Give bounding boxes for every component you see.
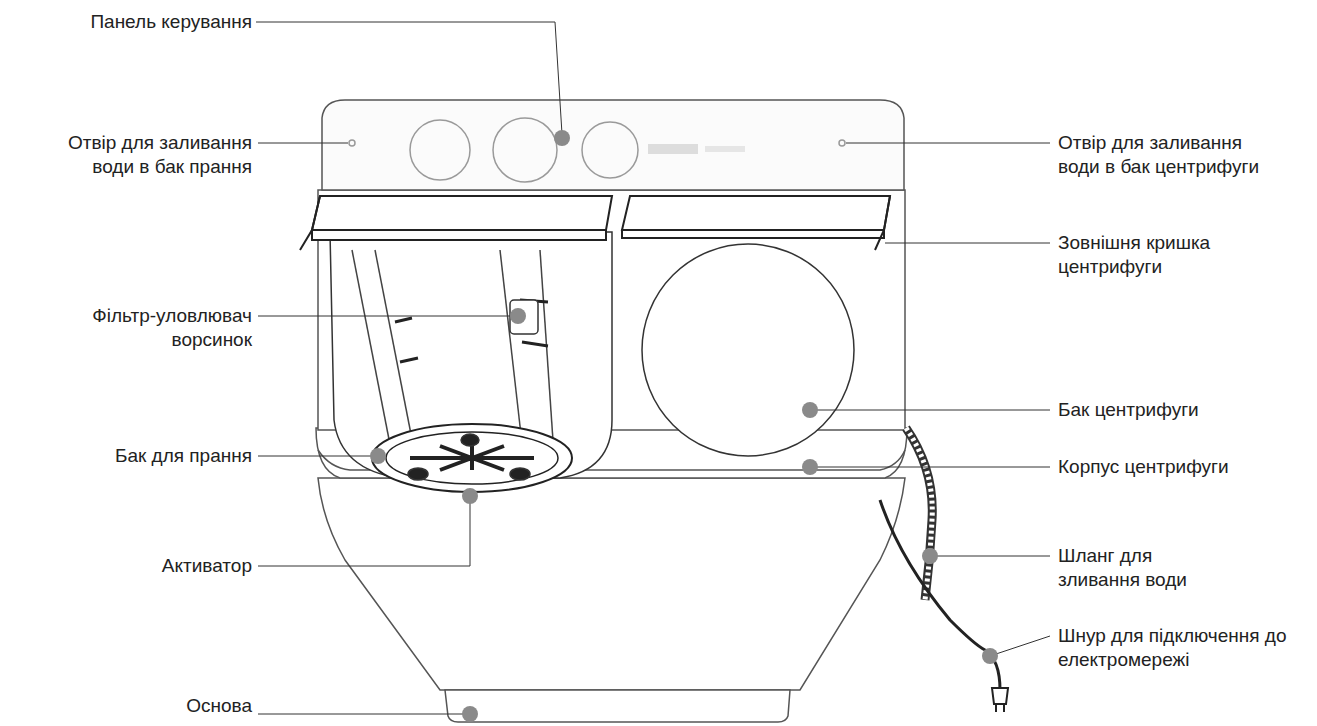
part-label: Зовнішня кришка центрифуги	[1058, 231, 1258, 279]
callout-dot	[982, 648, 998, 664]
brand-mark	[648, 144, 698, 154]
machine-body	[316, 100, 907, 722]
leader-line	[810, 467, 1050, 468]
leader-line	[846, 143, 1050, 144]
drain-hose	[906, 428, 932, 600]
lids	[300, 196, 890, 250]
part-label: Отвір для заливання води в бак центрифуг…	[1058, 131, 1283, 179]
activator-hole	[510, 468, 530, 480]
callout-dot	[462, 706, 478, 722]
part-label: Основа	[52, 694, 252, 718]
wash-lid-edge	[312, 230, 606, 240]
callout-dot	[802, 459, 818, 475]
spin-lid-side	[875, 196, 890, 250]
spin-lid-edge	[622, 230, 884, 238]
callout-dot	[922, 548, 938, 564]
wash-tub	[330, 232, 612, 492]
leader-line	[930, 556, 1050, 557]
tub-rib	[352, 250, 395, 470]
power-plug	[992, 688, 1008, 712]
part-label: Фільтр-уловлювач ворсинок	[52, 304, 252, 352]
callout-dot	[370, 448, 386, 464]
activator-hole	[408, 468, 428, 480]
knob	[582, 122, 638, 178]
part-label: Активатор	[52, 554, 252, 578]
activator-hub	[461, 434, 479, 446]
wash-lid	[312, 196, 612, 230]
inlet-hole	[349, 140, 355, 146]
leader-line	[258, 316, 518, 317]
leader-line	[258, 714, 470, 715]
knob	[410, 120, 470, 180]
tub-mark	[395, 318, 418, 362]
wash-lid-side	[300, 196, 320, 250]
part-label: Корпус центрифуги	[1058, 455, 1308, 479]
callout-dot	[510, 308, 526, 324]
lower-housing	[318, 478, 905, 690]
leader-line	[990, 636, 1050, 656]
part-label: Бак для прання	[52, 444, 252, 468]
control-panel	[322, 100, 904, 190]
activator-ring	[386, 432, 558, 484]
part-label: Шнур для підключення до електромережі	[1058, 624, 1288, 672]
callout-dots	[370, 130, 998, 722]
leader-line	[885, 243, 1050, 244]
lint-filter	[510, 300, 538, 334]
part-label: Бак центрифуги	[1058, 398, 1308, 422]
callout-dot	[462, 488, 478, 504]
knob	[493, 118, 557, 182]
leader-line	[256, 22, 562, 134]
spin-lid	[622, 196, 890, 230]
leader-line	[258, 143, 348, 144]
drain-hose-ribs	[906, 428, 932, 600]
part-label: Панель керування	[52, 10, 252, 34]
callout-dot	[554, 130, 570, 146]
part-label: Отвір для заливання води в бак прання	[52, 131, 252, 179]
leader-line	[258, 456, 378, 457]
model-mark	[705, 146, 745, 152]
part-label: Шланг для зливання води	[1058, 544, 1198, 592]
callout-dot	[802, 402, 818, 418]
knobs	[349, 118, 845, 182]
leader-line	[810, 410, 1050, 411]
leader-line	[258, 500, 470, 566]
activator-disc	[372, 424, 572, 492]
wash-tub-wall	[330, 232, 612, 478]
power-cord	[880, 500, 1000, 690]
spin-tub	[642, 244, 854, 456]
leader-lines	[256, 22, 1050, 714]
base-plinth	[445, 690, 790, 722]
inlet-hole	[839, 140, 845, 146]
